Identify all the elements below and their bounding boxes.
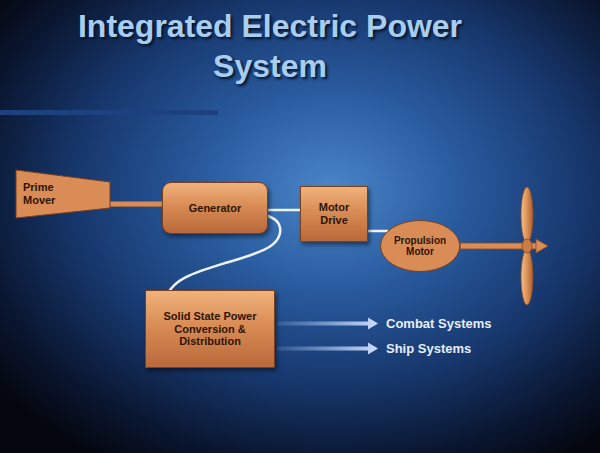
system-label: Combat Systems [386,316,491,331]
power-conversion-box: Solid State Power Conversion & Distribut… [145,290,275,368]
shaft-tip [536,239,548,253]
feed-arrow [277,318,378,330]
drive-shaft [110,202,162,207]
trapezoid-fill [16,170,110,218]
node-label: Prime Mover [16,181,72,206]
generator-box: Generator [162,182,268,234]
title: Integrated Electric Power System [40,6,500,86]
motor-drive-box: Motor Drive [300,186,368,242]
node-label: Motor Drive [307,201,361,226]
node-label: Solid State Power Conversion & Distribut… [152,310,268,348]
title-bar [0,110,218,115]
node-label: Propulsion Motor [390,235,451,258]
feed-arrow [277,343,378,355]
power-cable [268,209,300,212]
ellipse-fill [380,221,459,272]
propeller-hub [522,239,532,253]
node-label: Generator [168,202,262,215]
propeller-blade [521,249,533,305]
power-cable [368,230,387,233]
prime-mover-box: Prime Mover [16,170,110,218]
system-label: Ship Systems [386,341,471,356]
propulsion-motor-circle: Propulsion Motor [380,220,460,272]
shaft-shade [110,205,162,207]
propeller-blade [521,187,533,243]
propeller [460,187,548,305]
